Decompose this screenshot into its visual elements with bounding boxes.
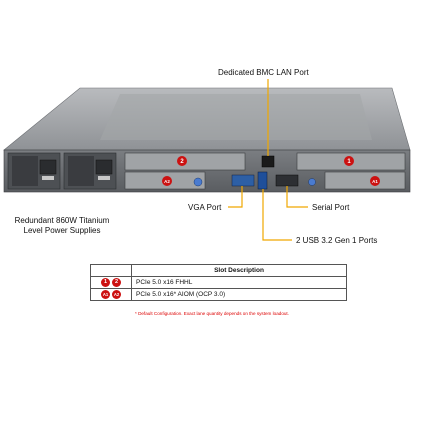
callout-power-supplies: Redundant 860W Titanium Level Power Supp…	[14, 216, 110, 235]
usb-ports	[257, 171, 268, 190]
vga-port	[231, 174, 255, 187]
svg-text:A2: A2	[164, 179, 170, 184]
slot-badge-a2: A2	[162, 176, 172, 186]
power-supply-2	[63, 152, 117, 190]
callout-usb-ports: 2 USB 3.2 Gen 1 Ports	[296, 236, 378, 245]
power-button	[193, 177, 203, 187]
slot-badge-2: 2	[177, 156, 187, 166]
legend-row-desc: PCIe 5.0 x16* AIOM (OCP 3.0)	[131, 288, 347, 301]
legend-badge: 2	[112, 278, 121, 287]
svg-text:A1: A1	[372, 179, 378, 184]
callout-bmc-lan-port: Dedicated BMC LAN Port	[218, 68, 309, 77]
slot-badge-a1: A1	[370, 176, 380, 186]
callout-line-usb	[262, 189, 292, 241]
chassis-lid-panel	[100, 94, 372, 140]
svg-text:1: 1	[347, 159, 351, 165]
callout-vga-port: VGA Port	[188, 203, 222, 212]
svg-text:2: 2	[180, 159, 184, 165]
legend-header-blank	[90, 264, 132, 277]
serial-port	[275, 174, 299, 187]
legend-row-desc: PCIe 5.0 x16 FHHL	[131, 276, 347, 289]
aiom-slot-a1	[324, 171, 406, 190]
legend-badge: A2	[112, 290, 121, 299]
callout-line-serial	[286, 186, 308, 208]
power-supply-1	[7, 152, 61, 190]
footnote: * Default Configuration. Exact lane quan…	[135, 311, 289, 316]
callout-line-vga	[228, 186, 243, 208]
slot-badge-1: 1	[344, 156, 354, 166]
callout-serial-port: Serial Port	[312, 203, 350, 212]
legend-badge: A1	[101, 290, 110, 299]
legend-header: Slot Description	[131, 264, 347, 277]
status-led	[308, 178, 316, 186]
legend-badge: 1	[101, 278, 110, 287]
bmc-lan-port	[261, 155, 275, 168]
